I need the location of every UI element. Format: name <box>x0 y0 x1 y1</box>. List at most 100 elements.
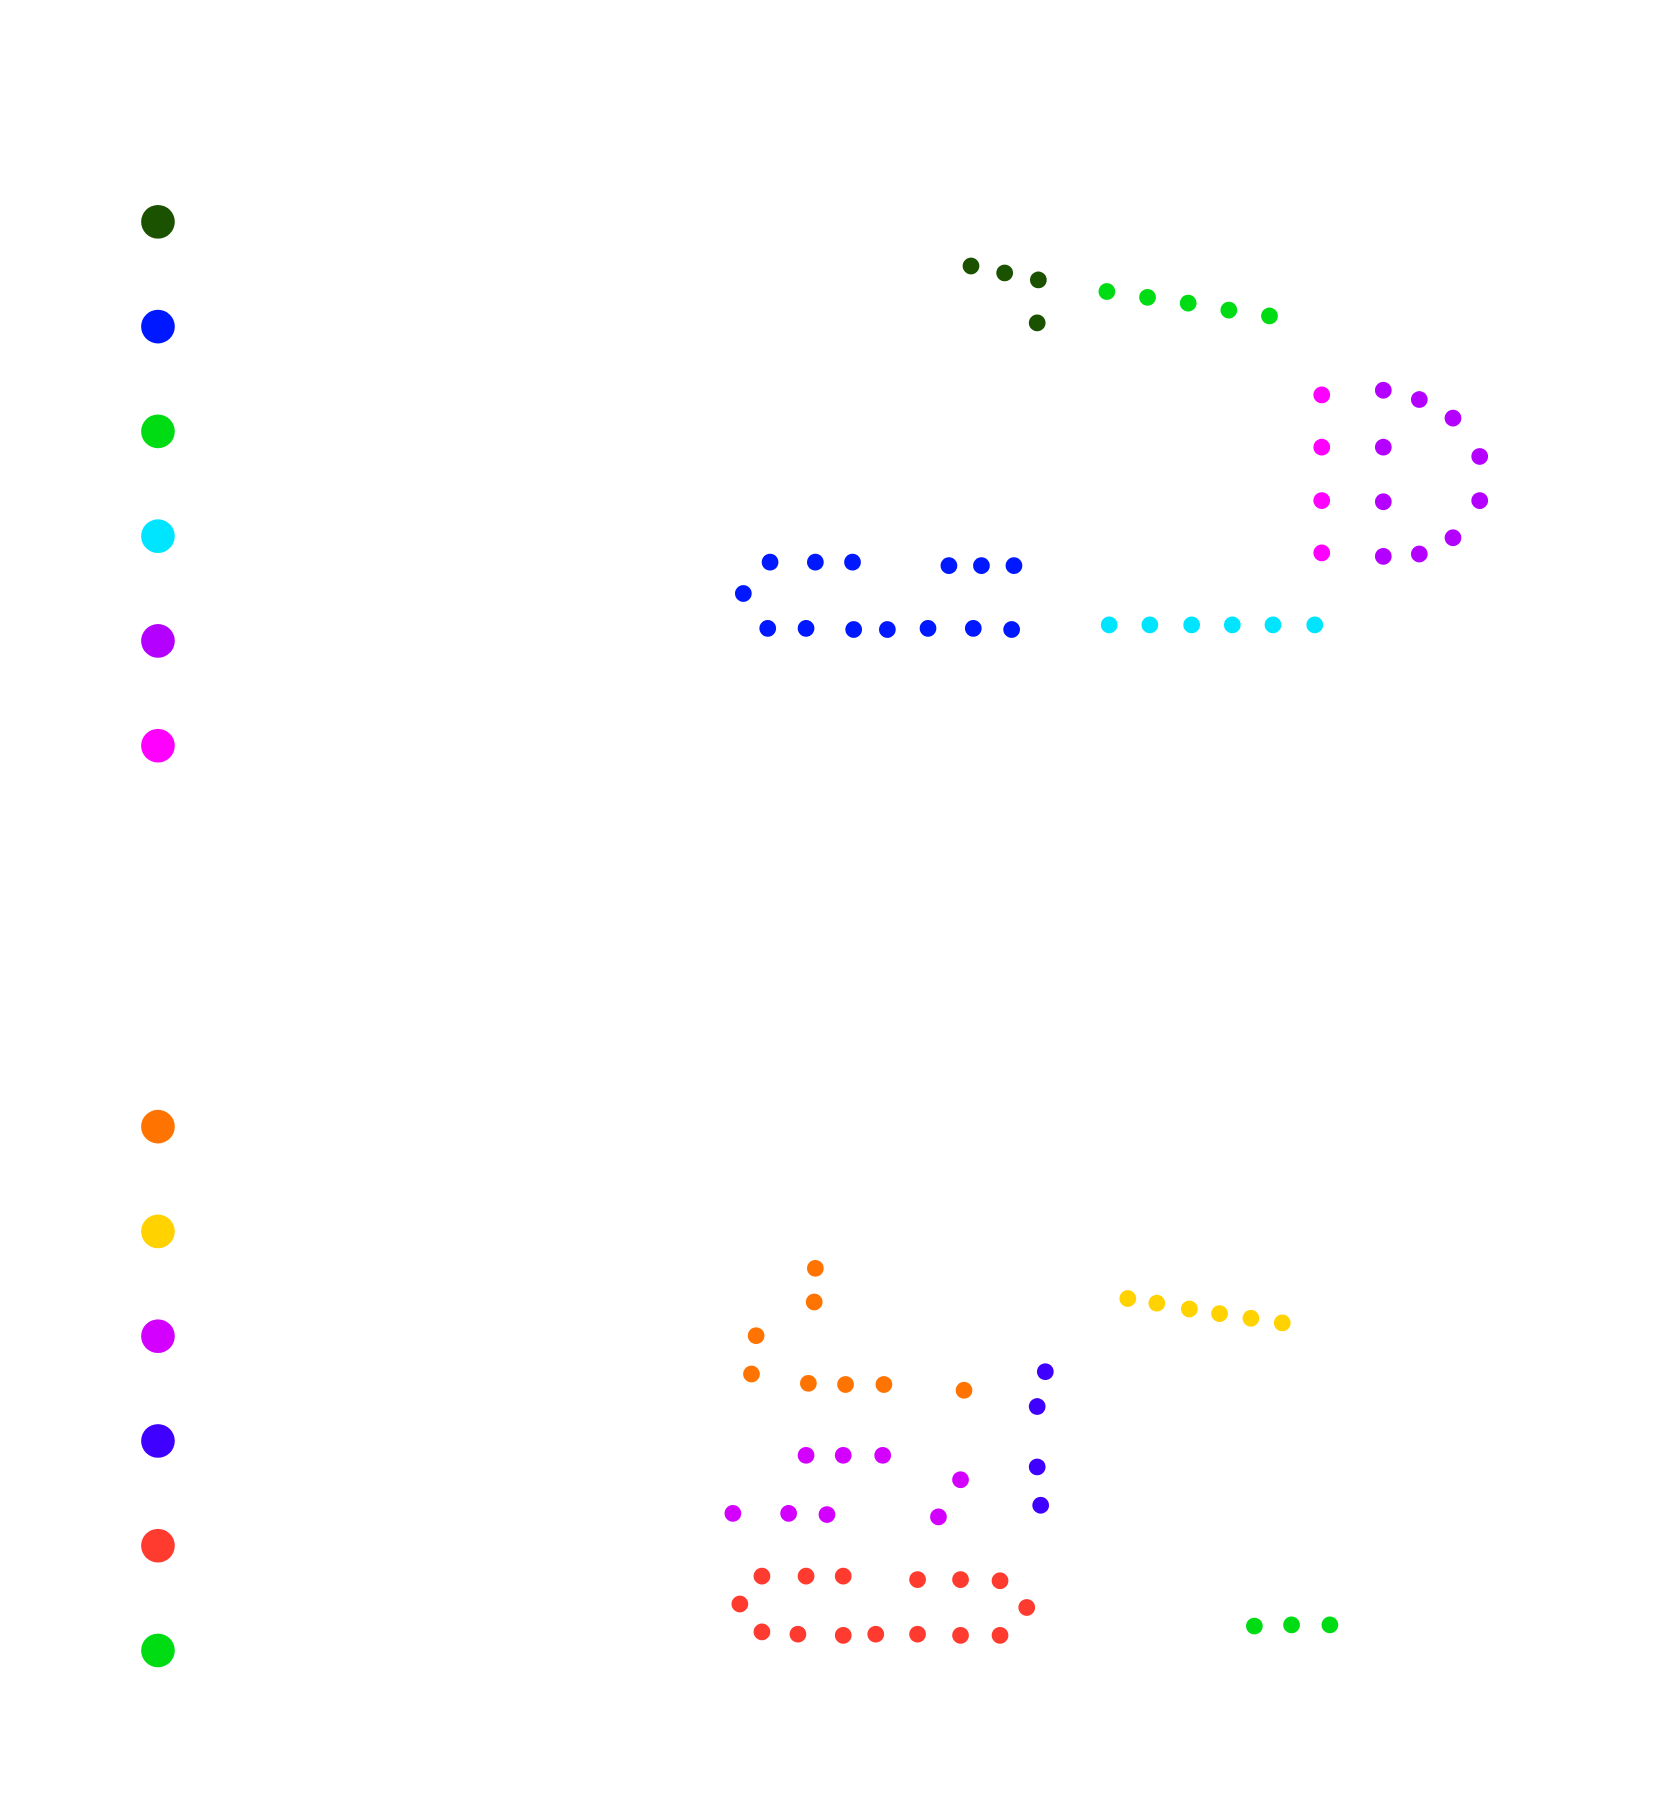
series-4 <box>1028 1363 1054 1514</box>
legend-marker-6 <box>141 728 175 763</box>
data-point <box>1313 386 1331 404</box>
legend <box>141 1109 175 1668</box>
data-point <box>1374 381 1392 399</box>
data-point <box>1273 1314 1291 1332</box>
data-point <box>724 1505 742 1522</box>
data-point <box>1313 544 1331 562</box>
data-point <box>973 557 990 574</box>
data-point <box>1374 547 1392 565</box>
data-point <box>1374 438 1392 456</box>
data-point <box>940 557 958 574</box>
series-5 <box>731 1567 1036 1644</box>
data-point <box>1246 1617 1263 1635</box>
data-point <box>806 553 824 571</box>
data-point <box>797 1567 815 1585</box>
data-point <box>1028 314 1046 332</box>
data-point <box>1028 1398 1046 1415</box>
series-3 <box>724 1446 969 1526</box>
data-point <box>952 1626 969 1644</box>
data-point <box>1148 1294 1166 1312</box>
data-point <box>1374 493 1392 511</box>
data-point <box>834 1446 852 1464</box>
data-point <box>930 1508 947 1526</box>
data-point <box>731 1595 749 1613</box>
data-point <box>761 553 779 571</box>
data-point <box>800 1374 817 1392</box>
series-6 <box>1246 1616 1339 1635</box>
data-point <box>952 1571 969 1588</box>
data-point <box>1444 409 1462 427</box>
data-point <box>845 621 863 638</box>
chart-panel-2 <box>141 1109 1339 1668</box>
data-point <box>1313 438 1331 456</box>
data-point <box>759 619 777 637</box>
data-point <box>996 264 1014 282</box>
series-5 <box>1374 381 1489 565</box>
data-point <box>909 1625 926 1643</box>
data-point <box>1471 448 1489 465</box>
legend <box>141 204 175 763</box>
data-point <box>878 621 896 638</box>
legend-marker-4 <box>141 519 175 553</box>
series-1 <box>743 1259 973 1399</box>
data-point <box>875 1376 893 1393</box>
data-point <box>834 1567 852 1585</box>
data-point <box>753 1567 771 1585</box>
data-point <box>780 1505 798 1522</box>
data-point <box>1018 1599 1036 1616</box>
data-point <box>1223 616 1241 634</box>
series-2 <box>1119 1290 1291 1332</box>
data-point <box>991 1626 1009 1644</box>
data-point <box>1003 621 1021 638</box>
legend-marker-3 <box>141 414 175 449</box>
data-point <box>1180 1300 1198 1318</box>
data-point <box>837 1376 854 1393</box>
legend-marker-1 <box>141 1109 175 1144</box>
data-point <box>1410 391 1428 408</box>
legend-marker-1 <box>141 204 175 239</box>
data-point <box>834 1626 852 1644</box>
data-point <box>818 1506 836 1523</box>
data-point <box>952 1471 969 1489</box>
data-point <box>874 1446 892 1464</box>
data-point <box>743 1365 760 1383</box>
series-4 <box>1100 616 1324 634</box>
data-point <box>1471 492 1489 509</box>
data-point <box>1242 1309 1260 1327</box>
legend-marker-5 <box>141 624 175 658</box>
data-point <box>1005 557 1023 574</box>
data-point <box>991 1572 1009 1590</box>
data-point <box>1032 1496 1050 1514</box>
series-3 <box>1098 283 1278 325</box>
data-point <box>919 619 937 637</box>
series-1 <box>962 257 1047 332</box>
legend-marker-5 <box>141 1528 175 1563</box>
data-point <box>734 585 752 602</box>
data-point <box>1029 271 1047 289</box>
data-point <box>806 1259 824 1277</box>
data-point <box>844 553 861 571</box>
data-point <box>955 1381 973 1399</box>
data-point <box>805 1293 823 1311</box>
data-point <box>797 619 815 637</box>
data-point <box>753 1623 771 1641</box>
data-point <box>1261 307 1278 325</box>
data-point <box>747 1327 765 1345</box>
data-point <box>1139 288 1156 306</box>
legend-marker-2 <box>141 309 175 344</box>
data-point <box>1036 1363 1054 1381</box>
data-point <box>1028 1458 1046 1476</box>
data-point <box>1264 616 1282 634</box>
legend-marker-2 <box>141 1214 175 1249</box>
data-point <box>1444 529 1462 547</box>
data-point <box>909 1571 926 1588</box>
series-2 <box>734 553 1023 638</box>
data-point <box>1183 616 1201 634</box>
data-point <box>1179 294 1197 312</box>
legend-marker-4 <box>141 1424 175 1458</box>
data-point <box>1220 301 1238 319</box>
data-point <box>1410 545 1428 563</box>
data-point <box>1283 1616 1300 1634</box>
